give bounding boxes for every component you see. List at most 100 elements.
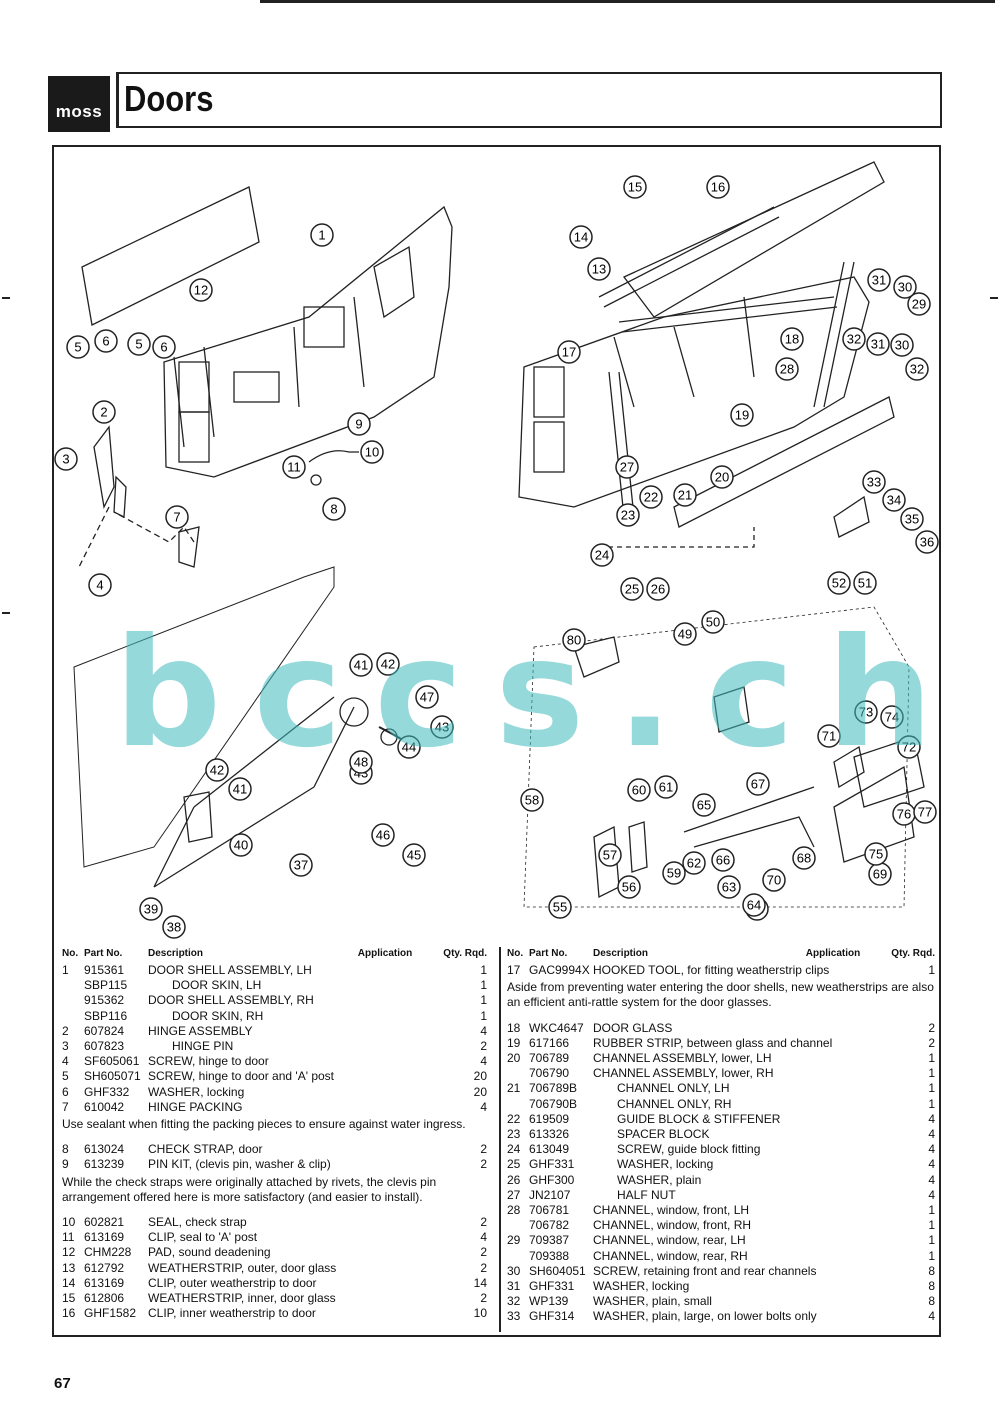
item-number (507, 1066, 529, 1081)
svg-text:44: 44 (402, 740, 416, 755)
item-number (507, 1097, 529, 1112)
svg-text:19: 19 (735, 408, 749, 423)
item-number: 17 (507, 963, 521, 977)
svg-text:45: 45 (407, 848, 421, 863)
part-description: CHANNEL, window, front, RH (593, 1218, 752, 1233)
svg-text:10: 10 (365, 445, 379, 460)
quantity: 1 (928, 1081, 935, 1096)
item-number (62, 978, 84, 993)
callout-65: 65 (692, 793, 716, 817)
svg-text:61: 61 (659, 780, 673, 795)
callout-59: 59 (662, 861, 686, 885)
part-description: WEATHERSTRIP, inner, door glass (148, 1291, 336, 1306)
part-number: GHF331 (529, 1157, 575, 1172)
quantity: 14 (473, 1275, 487, 1290)
quantity: 1 (928, 1233, 935, 1248)
callout-26: 26 (646, 577, 670, 601)
svg-text:77: 77 (918, 805, 932, 820)
item-number: 12 (62, 1245, 76, 1260)
svg-text:23: 23 (621, 508, 635, 523)
part-description: RUBBER STRIP, between glass and channel (593, 1035, 833, 1050)
parts-table-right: No. Part No. Description Application Qty… (507, 945, 935, 1325)
callout-31: 31 (866, 332, 890, 356)
watermark: bccs.ch (114, 607, 966, 781)
callout-47: 47 (415, 685, 439, 709)
callout-28: 28 (775, 357, 799, 381)
quantity: 20 (473, 1069, 487, 1084)
svg-text:56: 56 (622, 880, 636, 895)
callout-56: 56 (617, 875, 641, 899)
quantity: 4 (480, 1054, 487, 1069)
quantity: 1 (480, 978, 487, 993)
col-app: Application (805, 948, 861, 960)
quantity: 1 (928, 1096, 935, 1111)
svg-text:35: 35 (905, 512, 919, 527)
callout-71: 71 (817, 724, 841, 748)
part-number: 706789B (529, 1081, 578, 1096)
callout-2: 2 (92, 400, 116, 424)
svg-text:39: 39 (144, 902, 158, 917)
quantity: 4 (928, 1309, 935, 1324)
callout-66: 66 (711, 848, 735, 872)
item-number: 21 (507, 1081, 521, 1096)
svg-text:31: 31 (872, 273, 886, 288)
callout-42: 42 (376, 652, 400, 676)
quantity: 8 (928, 1294, 935, 1309)
svg-text:14: 14 (574, 230, 588, 245)
svg-text:7: 7 (173, 510, 180, 525)
part-number: 607824 (84, 1023, 125, 1038)
svg-text:60: 60 (632, 783, 646, 798)
callout-23: 23 (616, 503, 640, 527)
svg-text:29: 29 (912, 297, 926, 312)
quantity: 4 (928, 1187, 935, 1202)
front-channel-drawing (608, 371, 635, 518)
callout-68: 68 (792, 846, 816, 870)
quantity: 4 (480, 1099, 487, 1114)
quantity: 2 (928, 1035, 935, 1050)
part-description: GUIDE BLOCK & STIFFENER (617, 1111, 781, 1126)
svg-text:16: 16 (711, 180, 725, 195)
page-edge-mark (2, 297, 10, 299)
quantity: 1 (928, 1248, 935, 1263)
callout-24: 24 (590, 543, 614, 567)
sound-pad-drawing (81, 186, 260, 326)
quantity: 8 (928, 1263, 935, 1278)
part-number: 915362 (84, 993, 125, 1008)
quantity: 10 (473, 1306, 487, 1321)
part-description: SEAL, check strap (148, 1215, 247, 1230)
callout-70: 70 (762, 868, 786, 892)
svg-text:52: 52 (832, 576, 846, 591)
quantity: 2 (480, 1245, 487, 1260)
note: While the check straps were originally a… (62, 1174, 437, 1204)
page-header: moss Doors (44, 72, 942, 132)
svg-text:68: 68 (797, 851, 811, 866)
part-number: GHF331 (529, 1279, 575, 1294)
callout-45: 45 (402, 843, 426, 867)
callout-39: 39 (139, 897, 163, 921)
item-number: 13 (62, 1260, 76, 1275)
callout-5: 5 (127, 332, 151, 356)
callout-13: 13 (587, 257, 611, 281)
part-number: 613024 (84, 1142, 125, 1157)
svg-text:5: 5 (135, 337, 142, 352)
part-description: WASHER, locking (148, 1084, 245, 1099)
item-number (507, 1249, 529, 1264)
part-description: CHANNEL ONLY, LH (617, 1081, 730, 1096)
svg-text:21: 21 (678, 488, 692, 503)
callout-63: 63 (717, 875, 741, 899)
callout-29: 29 (907, 292, 931, 316)
callout-31: 31 (867, 268, 891, 292)
part-number: GAC9994X (529, 963, 590, 977)
part-description: HOOKED TOOL, for fitting weatherstrip cl… (593, 963, 830, 977)
item-number (62, 1009, 84, 1024)
